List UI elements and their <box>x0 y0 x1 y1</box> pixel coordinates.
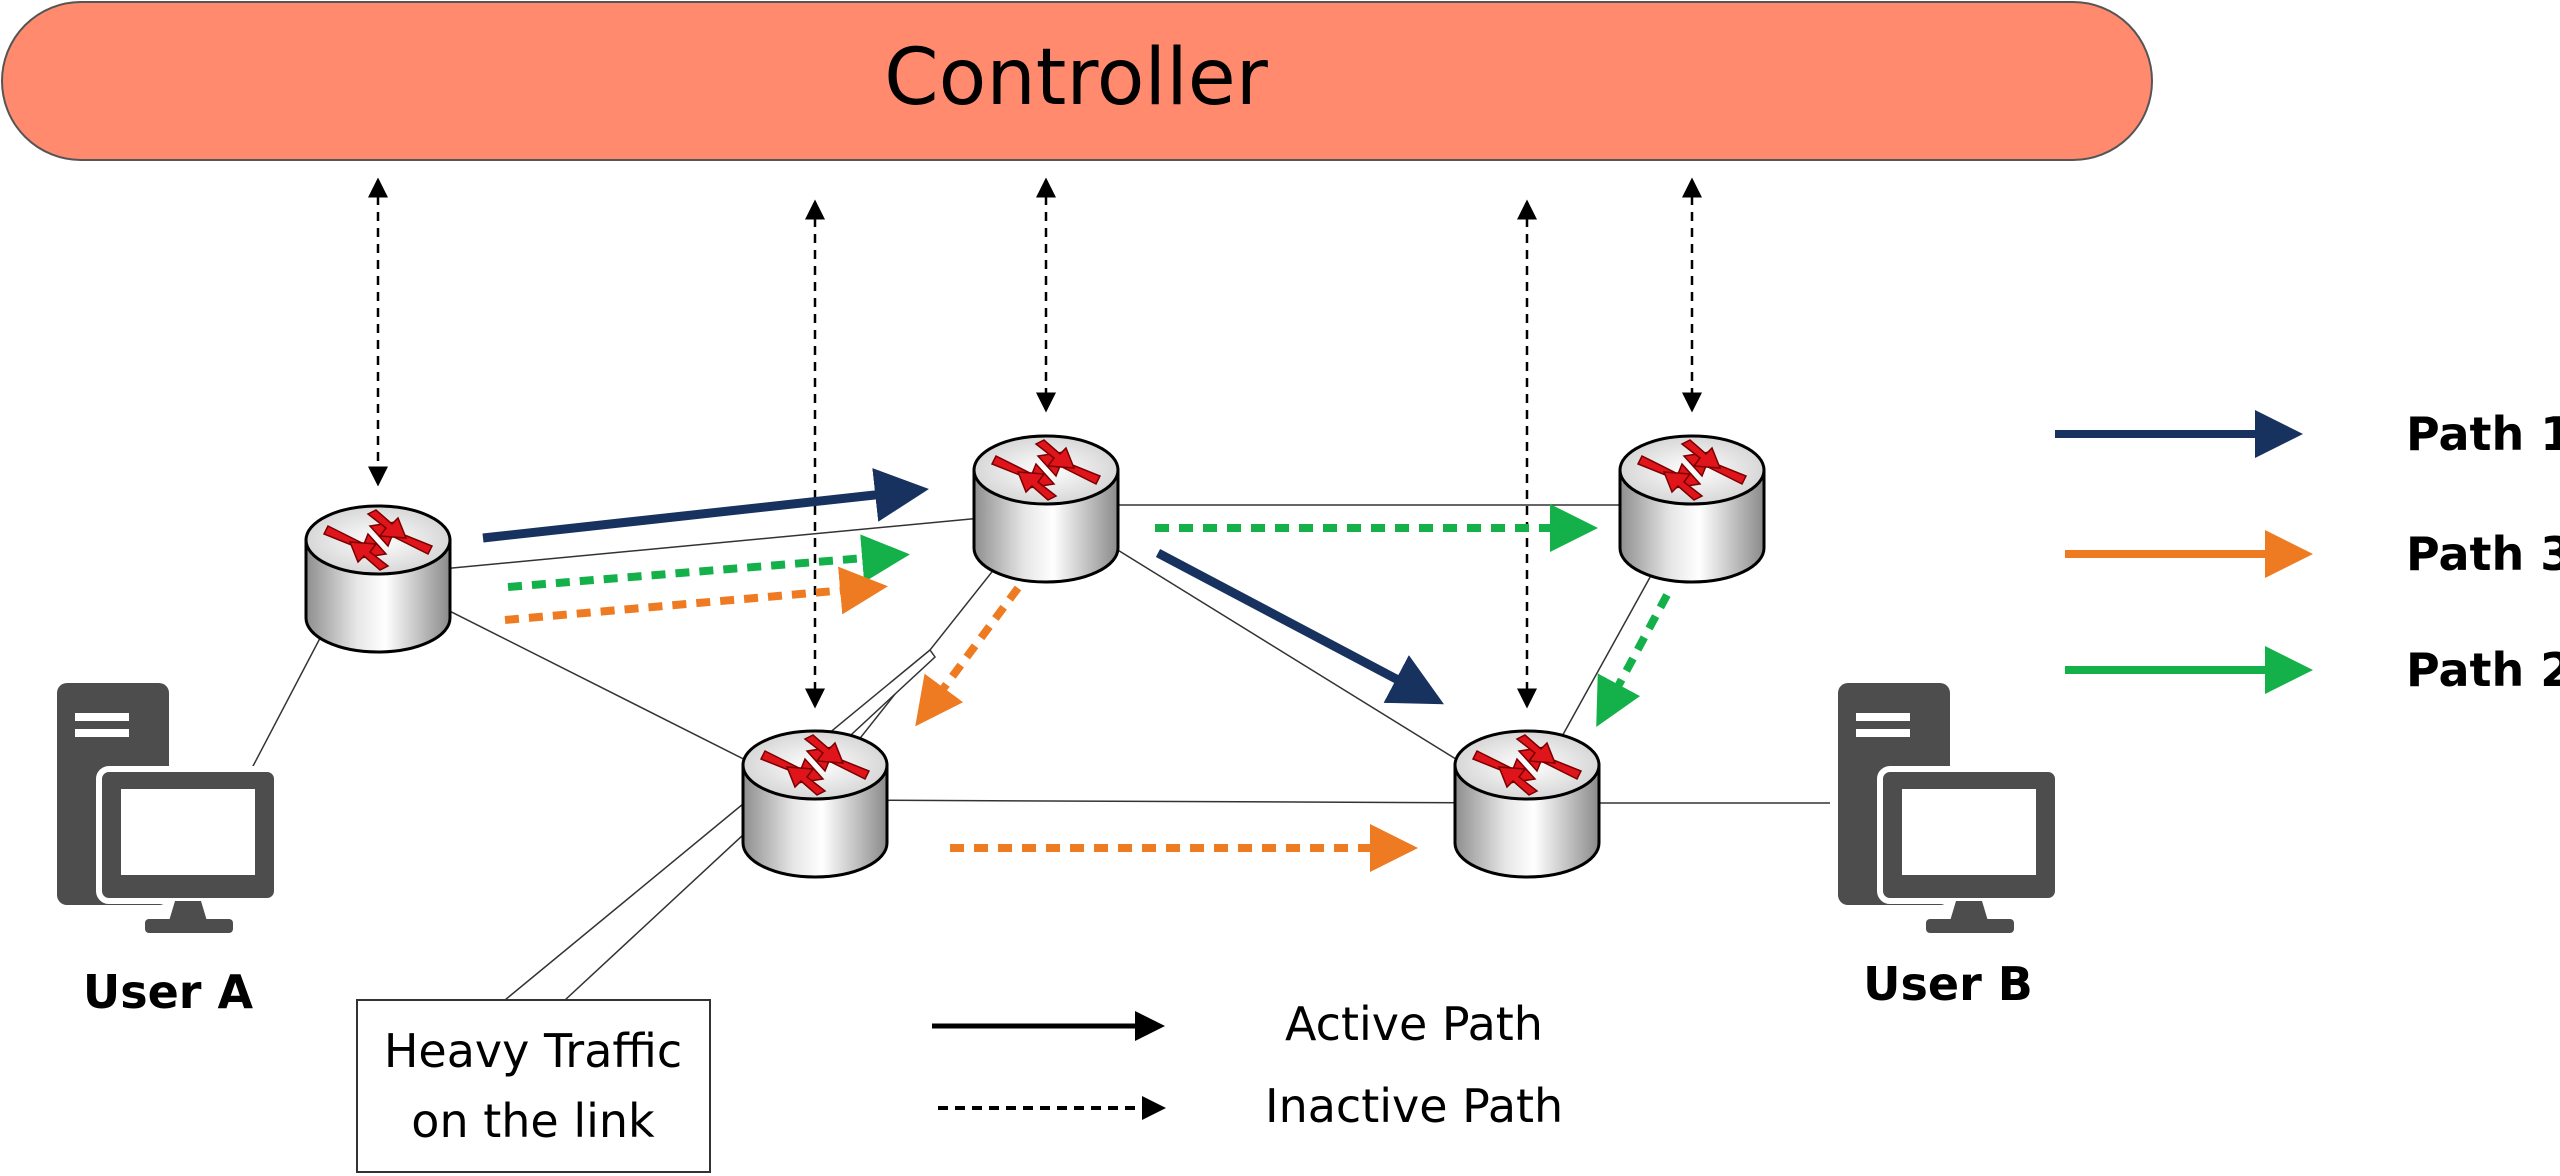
path-2-segment-3 <box>1596 593 1671 728</box>
path-1-arrows <box>482 468 1444 705</box>
path-1-segment-2 <box>1155 549 1444 705</box>
line-style-legend: Active Path Inactive Path <box>932 997 1563 1133</box>
path-3-arrows <box>504 566 1418 872</box>
path-2-arrows <box>507 504 1671 728</box>
path-1-segment-1 <box>482 468 929 543</box>
router-icon <box>1618 434 1766 584</box>
legend-active-label: Active Path <box>1285 997 1543 1051</box>
user-a-label: User A <box>83 965 254 1019</box>
controller-label: Controller <box>884 33 1269 123</box>
legend-path-1-label: Path 1 <box>2406 407 2560 461</box>
path-legend: Path 1 Path 3 Path 2 <box>2055 407 2560 697</box>
router-icon <box>741 729 889 879</box>
router-icon <box>1453 729 1601 879</box>
legend-path-3-label: Path 3 <box>2406 527 2560 581</box>
callout-line-2: on the link <box>411 1094 655 1148</box>
heavy-traffic-callout: Heavy Traffic on the link <box>356 648 936 1173</box>
callout-line-1: Heavy Traffic <box>384 1024 682 1078</box>
controller-links <box>368 177 1702 709</box>
path-2-segment-1 <box>507 534 910 591</box>
path-3-segment-1 <box>504 566 888 624</box>
controller-bar <box>1 1 2153 161</box>
router-icon <box>304 504 452 654</box>
user-b-label: User B <box>1863 957 2033 1011</box>
legend-inactive-label: Inactive Path <box>1265 1079 1563 1133</box>
user-b-computer-icon <box>1838 683 2058 933</box>
path-3-segment-2 <box>915 585 1022 727</box>
router-icon <box>972 434 1120 584</box>
user-a-computer-icon <box>57 683 277 933</box>
legend-path-2-label: Path 2 <box>2406 643 2560 697</box>
